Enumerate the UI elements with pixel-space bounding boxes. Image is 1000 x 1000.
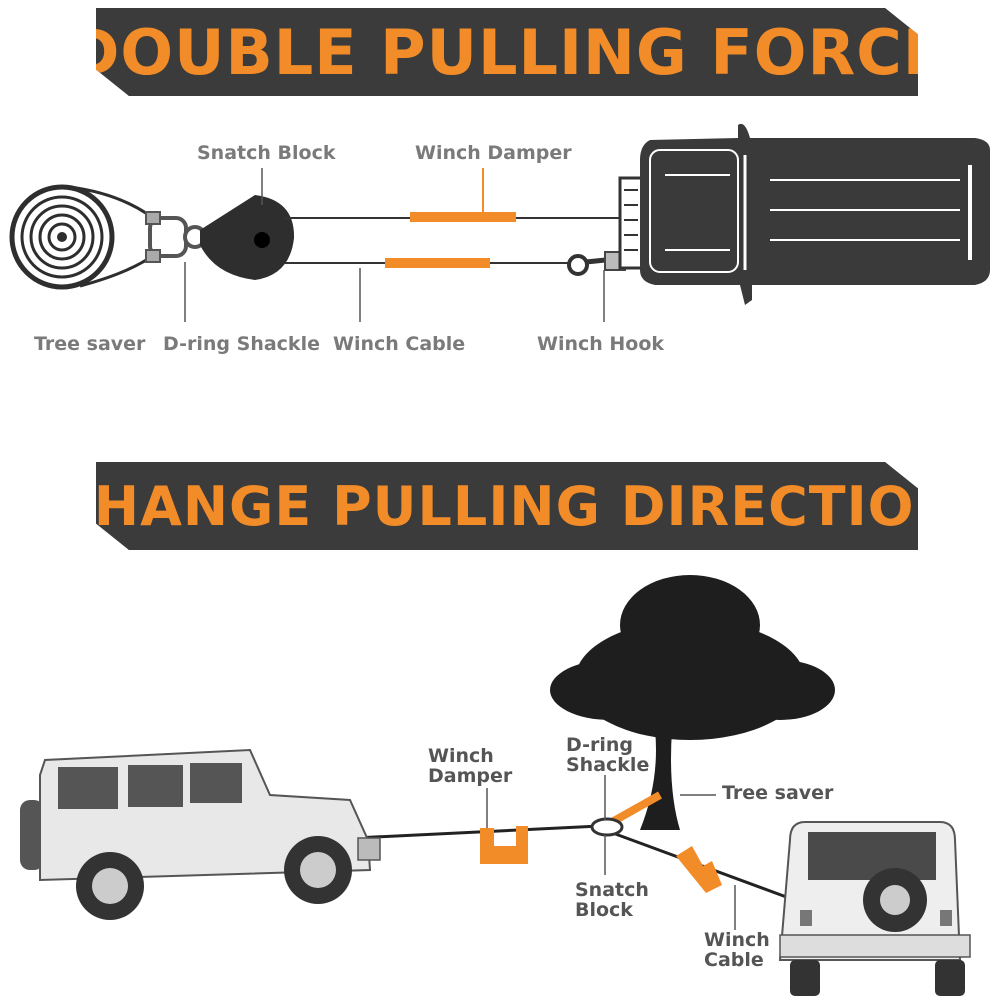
label-winch-hook: Winch Hook xyxy=(537,333,665,355)
winch-damper-lower xyxy=(385,258,490,268)
label-d-ring-shackle: D-ring Shackle xyxy=(566,735,649,775)
label-line: Snatch xyxy=(575,879,649,901)
section-title: CHANGE PULLING DIRECTION xyxy=(53,474,961,538)
tree-saver-strap xyxy=(610,791,662,826)
label-tree-saver: Tree saver xyxy=(34,333,146,355)
label-winch-damper: Winch Damper xyxy=(428,746,512,786)
label-tree-saver: Tree saver xyxy=(722,782,834,804)
winch-cable-to-block xyxy=(354,824,601,840)
banner-double-pulling-force: DOUBLE PULLING FORCE xyxy=(96,8,918,96)
suv-rear-view-icon xyxy=(778,821,971,996)
label-line: Shackle xyxy=(566,754,650,776)
label-line: Damper xyxy=(428,765,513,787)
d-ring-shackle-icon xyxy=(145,211,207,263)
label-d-ring-shackle: D-ring Shackle xyxy=(163,333,320,355)
truck-top-view-icon xyxy=(618,123,990,305)
label-line: Block xyxy=(575,899,633,921)
winch-damper-block xyxy=(480,826,528,864)
label-winch-damper: Winch Damper xyxy=(415,142,572,164)
label-line: Cable xyxy=(704,949,764,971)
label-snatch-block: Snatch Block xyxy=(575,880,649,920)
suv-side-view-icon xyxy=(20,748,381,920)
winch-damper-block-2 xyxy=(676,846,722,893)
label-snatch-block: Snatch Block xyxy=(197,142,336,164)
label-winch-cable: Winch Cable xyxy=(704,930,770,970)
label-line: Winch xyxy=(704,929,770,951)
snatch-block-icon xyxy=(200,195,295,280)
tree-saver-coil-icon xyxy=(9,184,167,290)
section-title: DOUBLE PULLING FORCE xyxy=(67,15,947,89)
winch-damper-upper xyxy=(410,212,516,222)
winch-hook-icon xyxy=(567,251,626,276)
label-line: Winch xyxy=(428,745,494,767)
label-winch-cable: Winch Cable xyxy=(333,333,466,355)
label-line: D-ring xyxy=(566,734,634,756)
snatch-block-icon xyxy=(590,817,624,837)
banner-change-pulling-direction: CHANGE PULLING DIRECTION xyxy=(96,462,918,550)
